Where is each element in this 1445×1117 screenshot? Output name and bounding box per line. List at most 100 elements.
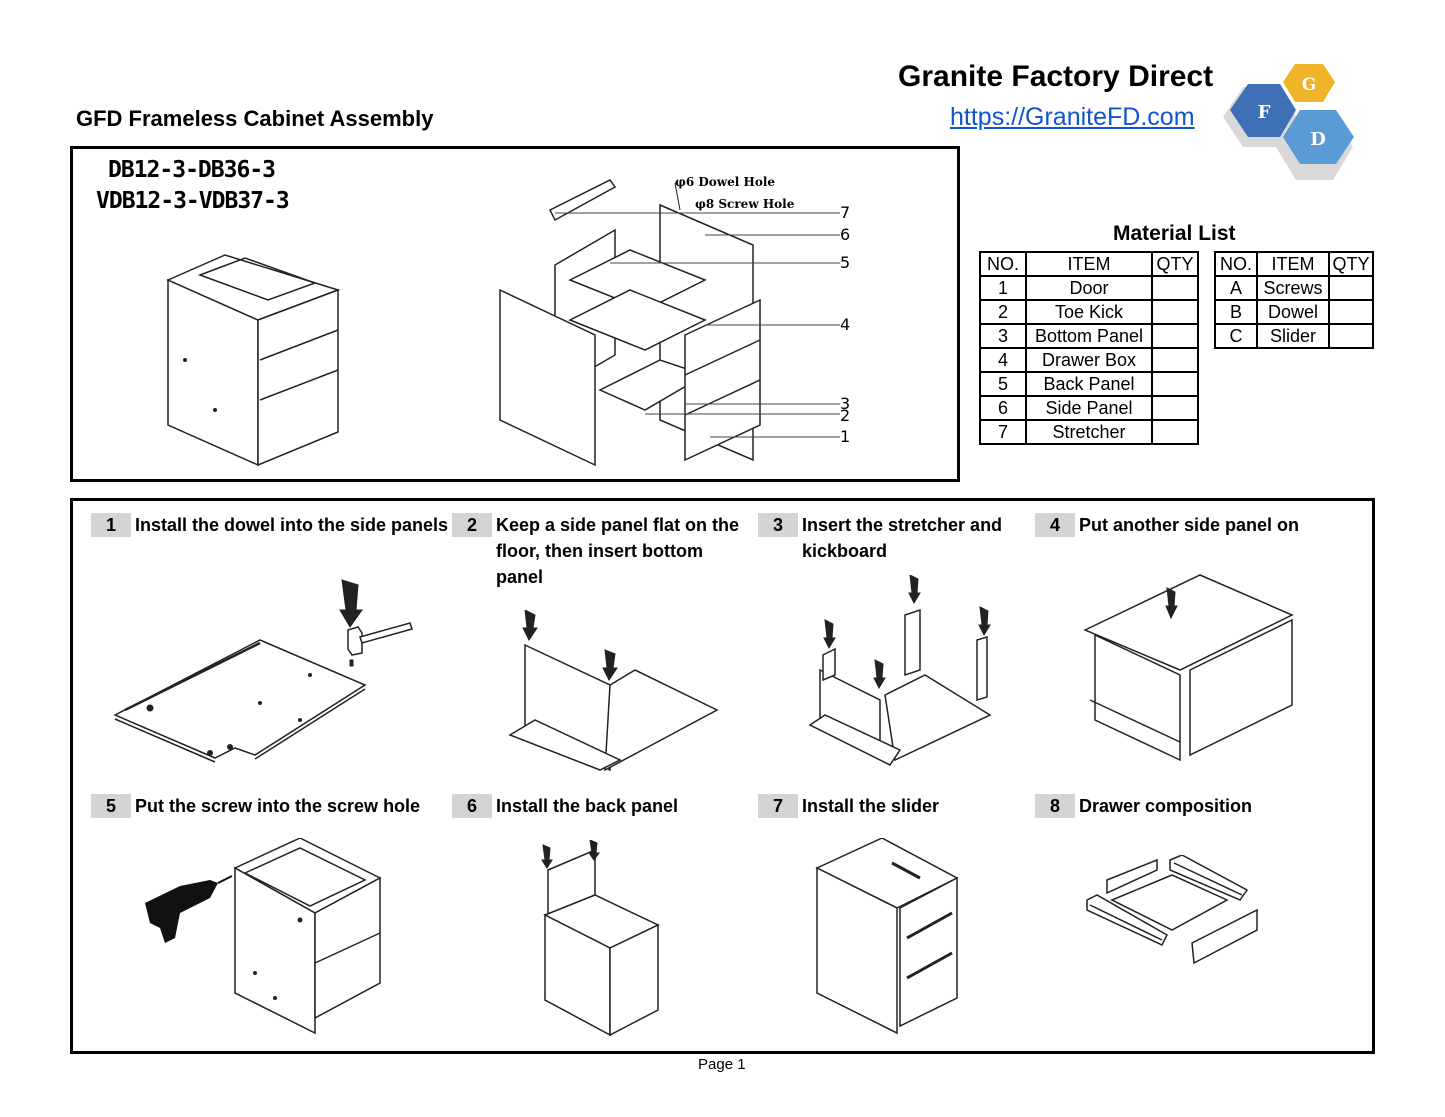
drill-icon bbox=[145, 880, 218, 943]
hardware-no: B bbox=[1214, 299, 1258, 325]
step-5-drawing bbox=[145, 838, 382, 1035]
part-qty bbox=[1151, 347, 1199, 373]
model-range-db: DB12-3-DB36-3 bbox=[108, 157, 276, 183]
hardware-qty bbox=[1328, 275, 1374, 301]
part-item: Stretcher bbox=[1025, 419, 1153, 445]
dowel-hole-label: φ6 Dowel Hole bbox=[675, 175, 776, 189]
hardware-item: Dowel bbox=[1256, 299, 1330, 325]
step-number: 7 bbox=[758, 794, 798, 818]
step-instruction: Install the slider bbox=[802, 796, 940, 816]
header-no: NO. bbox=[1214, 251, 1258, 277]
logo-hex-f bbox=[1230, 84, 1296, 137]
part-item: Bottom Panel bbox=[1025, 323, 1153, 349]
hardware-qty bbox=[1328, 299, 1374, 325]
slider-rails bbox=[891, 861, 953, 980]
header-qty: QTY bbox=[1328, 251, 1374, 277]
part-qty bbox=[1151, 275, 1199, 301]
hardware-no: C bbox=[1214, 323, 1258, 349]
step-instruction: Install the dowel into the side panels bbox=[135, 515, 449, 535]
overview-panel bbox=[70, 146, 960, 482]
hammer-icon bbox=[347, 622, 413, 656]
drawer-back bbox=[1106, 858, 1158, 895]
step-instruction: Drawer composition bbox=[1079, 796, 1253, 816]
part-item: Toe Kick bbox=[1025, 299, 1153, 325]
drawer-bottom bbox=[1110, 874, 1229, 931]
callout-3: 3 bbox=[840, 394, 851, 413]
callout-6: 6 bbox=[840, 225, 851, 244]
page-number: Page 1 bbox=[698, 1056, 746, 1073]
step-6-drawing bbox=[541, 840, 660, 1037]
gfd-logo: G F D bbox=[1223, 64, 1354, 180]
step-number: 5 bbox=[91, 794, 131, 818]
part-qty bbox=[1151, 323, 1199, 349]
part-qty bbox=[1151, 419, 1199, 445]
part-item: Side Panel bbox=[1025, 395, 1153, 421]
step-2: 2 Keep a side panel flat on the floor, t… bbox=[452, 513, 752, 590]
step-number: 4 bbox=[1035, 513, 1075, 537]
brand-url-link[interactable]: https://GraniteFD.com bbox=[950, 103, 1195, 131]
step-3: 3 Insert the stretcher and kickboard bbox=[758, 513, 1018, 564]
step-number: 6 bbox=[452, 794, 492, 818]
part-no: 4 bbox=[979, 347, 1027, 373]
side-panel-top bbox=[1083, 574, 1294, 671]
part-item: Drawer Box bbox=[1025, 347, 1153, 373]
part-qty bbox=[1151, 395, 1199, 421]
step-3-drawing bbox=[808, 575, 992, 766]
callout-1: 1 bbox=[840, 427, 851, 446]
part-qty bbox=[1151, 299, 1199, 325]
callout-2: 2 bbox=[840, 406, 851, 425]
step-instruction: Install the back panel bbox=[496, 796, 679, 816]
step-instruction: Insert the stretcher and kickboard bbox=[802, 515, 1003, 561]
header-qty: QTY bbox=[1151, 251, 1199, 277]
part-no: 1 bbox=[979, 275, 1027, 301]
step-instruction: Keep a side panel flat on the floor, the… bbox=[496, 515, 740, 587]
document-title: GFD Frameless Cabinet Assembly bbox=[76, 106, 434, 131]
part-no: 5 bbox=[979, 371, 1027, 397]
logo-letter-g: G bbox=[1302, 75, 1317, 95]
callout-5: 5 bbox=[840, 253, 851, 272]
hardware-no: A bbox=[1214, 275, 1258, 301]
step-1: 1 Install the dowel into the side panels bbox=[91, 513, 451, 538]
drawer-front bbox=[1191, 908, 1258, 965]
part-no: 2 bbox=[979, 299, 1027, 325]
part-item: Door bbox=[1025, 275, 1153, 301]
kickboard-part bbox=[976, 635, 988, 702]
step-7-drawing bbox=[815, 838, 959, 1035]
drawer-box-mid bbox=[568, 289, 707, 351]
part-no: 6 bbox=[979, 395, 1027, 421]
header-item: ITEM bbox=[1256, 251, 1330, 277]
step-number: 8 bbox=[1035, 794, 1075, 818]
down-arrow-icon bbox=[541, 844, 553, 869]
header-no: NO. bbox=[979, 251, 1027, 277]
logo-hex-d bbox=[1283, 110, 1354, 164]
assembly-steps-panel bbox=[70, 498, 1375, 1054]
screw-hole-label: φ8 Screw Hole bbox=[695, 197, 795, 211]
header-item: ITEM bbox=[1025, 251, 1153, 277]
step-number: 3 bbox=[758, 513, 798, 537]
step-4-drawing bbox=[1083, 574, 1294, 762]
exploded-view-drawing bbox=[499, 179, 840, 467]
door-front bbox=[684, 298, 761, 462]
step-number: 2 bbox=[452, 513, 492, 537]
down-arrow-icon bbox=[823, 619, 836, 650]
step-6: 6 Install the back panel bbox=[452, 794, 752, 819]
part-no: 7 bbox=[979, 419, 1027, 445]
step-8-drawing bbox=[1086, 855, 1258, 965]
step-1-drawing bbox=[113, 579, 413, 763]
logo-letter-d: D bbox=[1310, 129, 1326, 150]
logo-letter-f: F bbox=[1258, 102, 1271, 123]
material-list-title: Material List bbox=[1113, 222, 1236, 245]
down-arrow-icon bbox=[602, 649, 618, 681]
step-8: 8 Drawer composition bbox=[1035, 794, 1355, 819]
down-arrow-icon bbox=[339, 579, 363, 628]
table-header-row: NO. ITEM QTY bbox=[979, 251, 1199, 277]
down-arrow-icon bbox=[588, 840, 600, 861]
